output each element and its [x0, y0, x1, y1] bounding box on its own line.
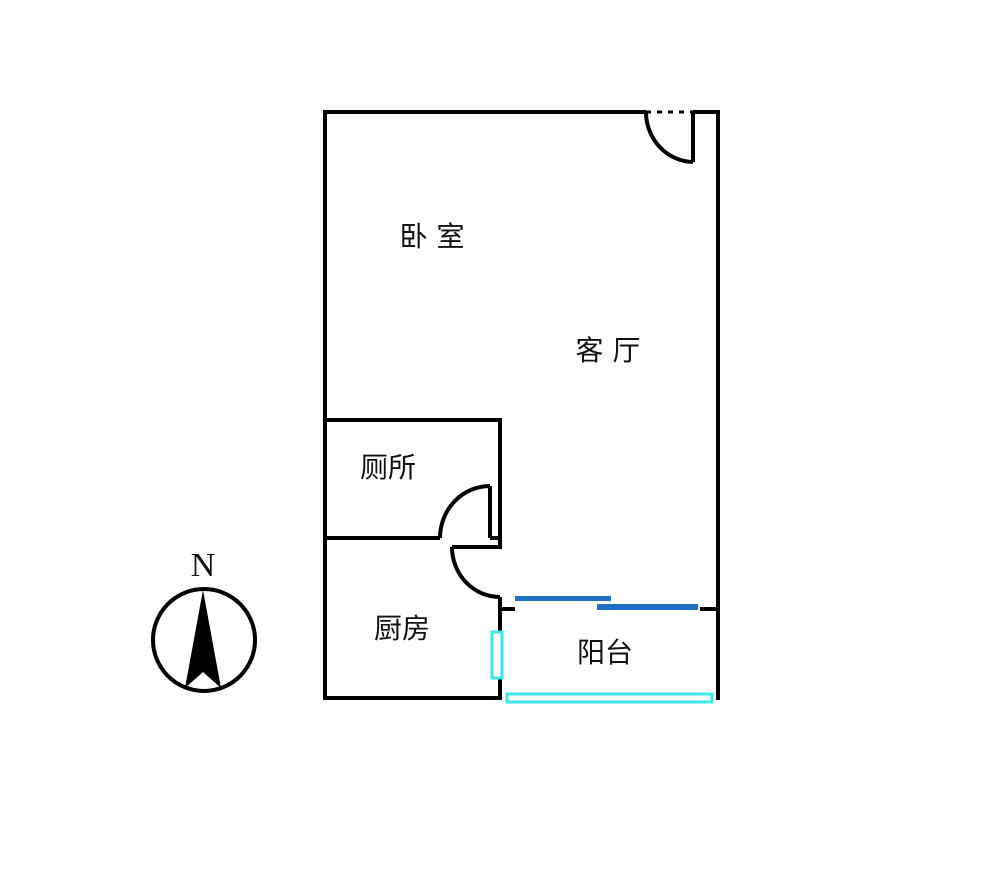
- room-label-balcony: 阳台: [577, 636, 633, 669]
- kitchen-door: [450, 546, 501, 599]
- balcony-window: [505, 692, 714, 704]
- balcony-side-window: [490, 630, 504, 680]
- sliding-window-1: [515, 596, 611, 601]
- room-label-toilet: 厕所: [360, 451, 416, 484]
- north-compass-icon: N: [151, 547, 257, 693]
- north-label: N: [191, 547, 216, 584]
- room-label-kitchen: 厨房: [374, 612, 430, 645]
- sliding-window-2: [597, 604, 698, 610]
- entrance-door: [644, 110, 695, 164]
- toilet-door: [438, 484, 492, 539]
- room-label-bedroom: 卧 室: [400, 220, 465, 253]
- room-label-living-room: 客 厅: [576, 334, 641, 367]
- walls: [323, 110, 720, 700]
